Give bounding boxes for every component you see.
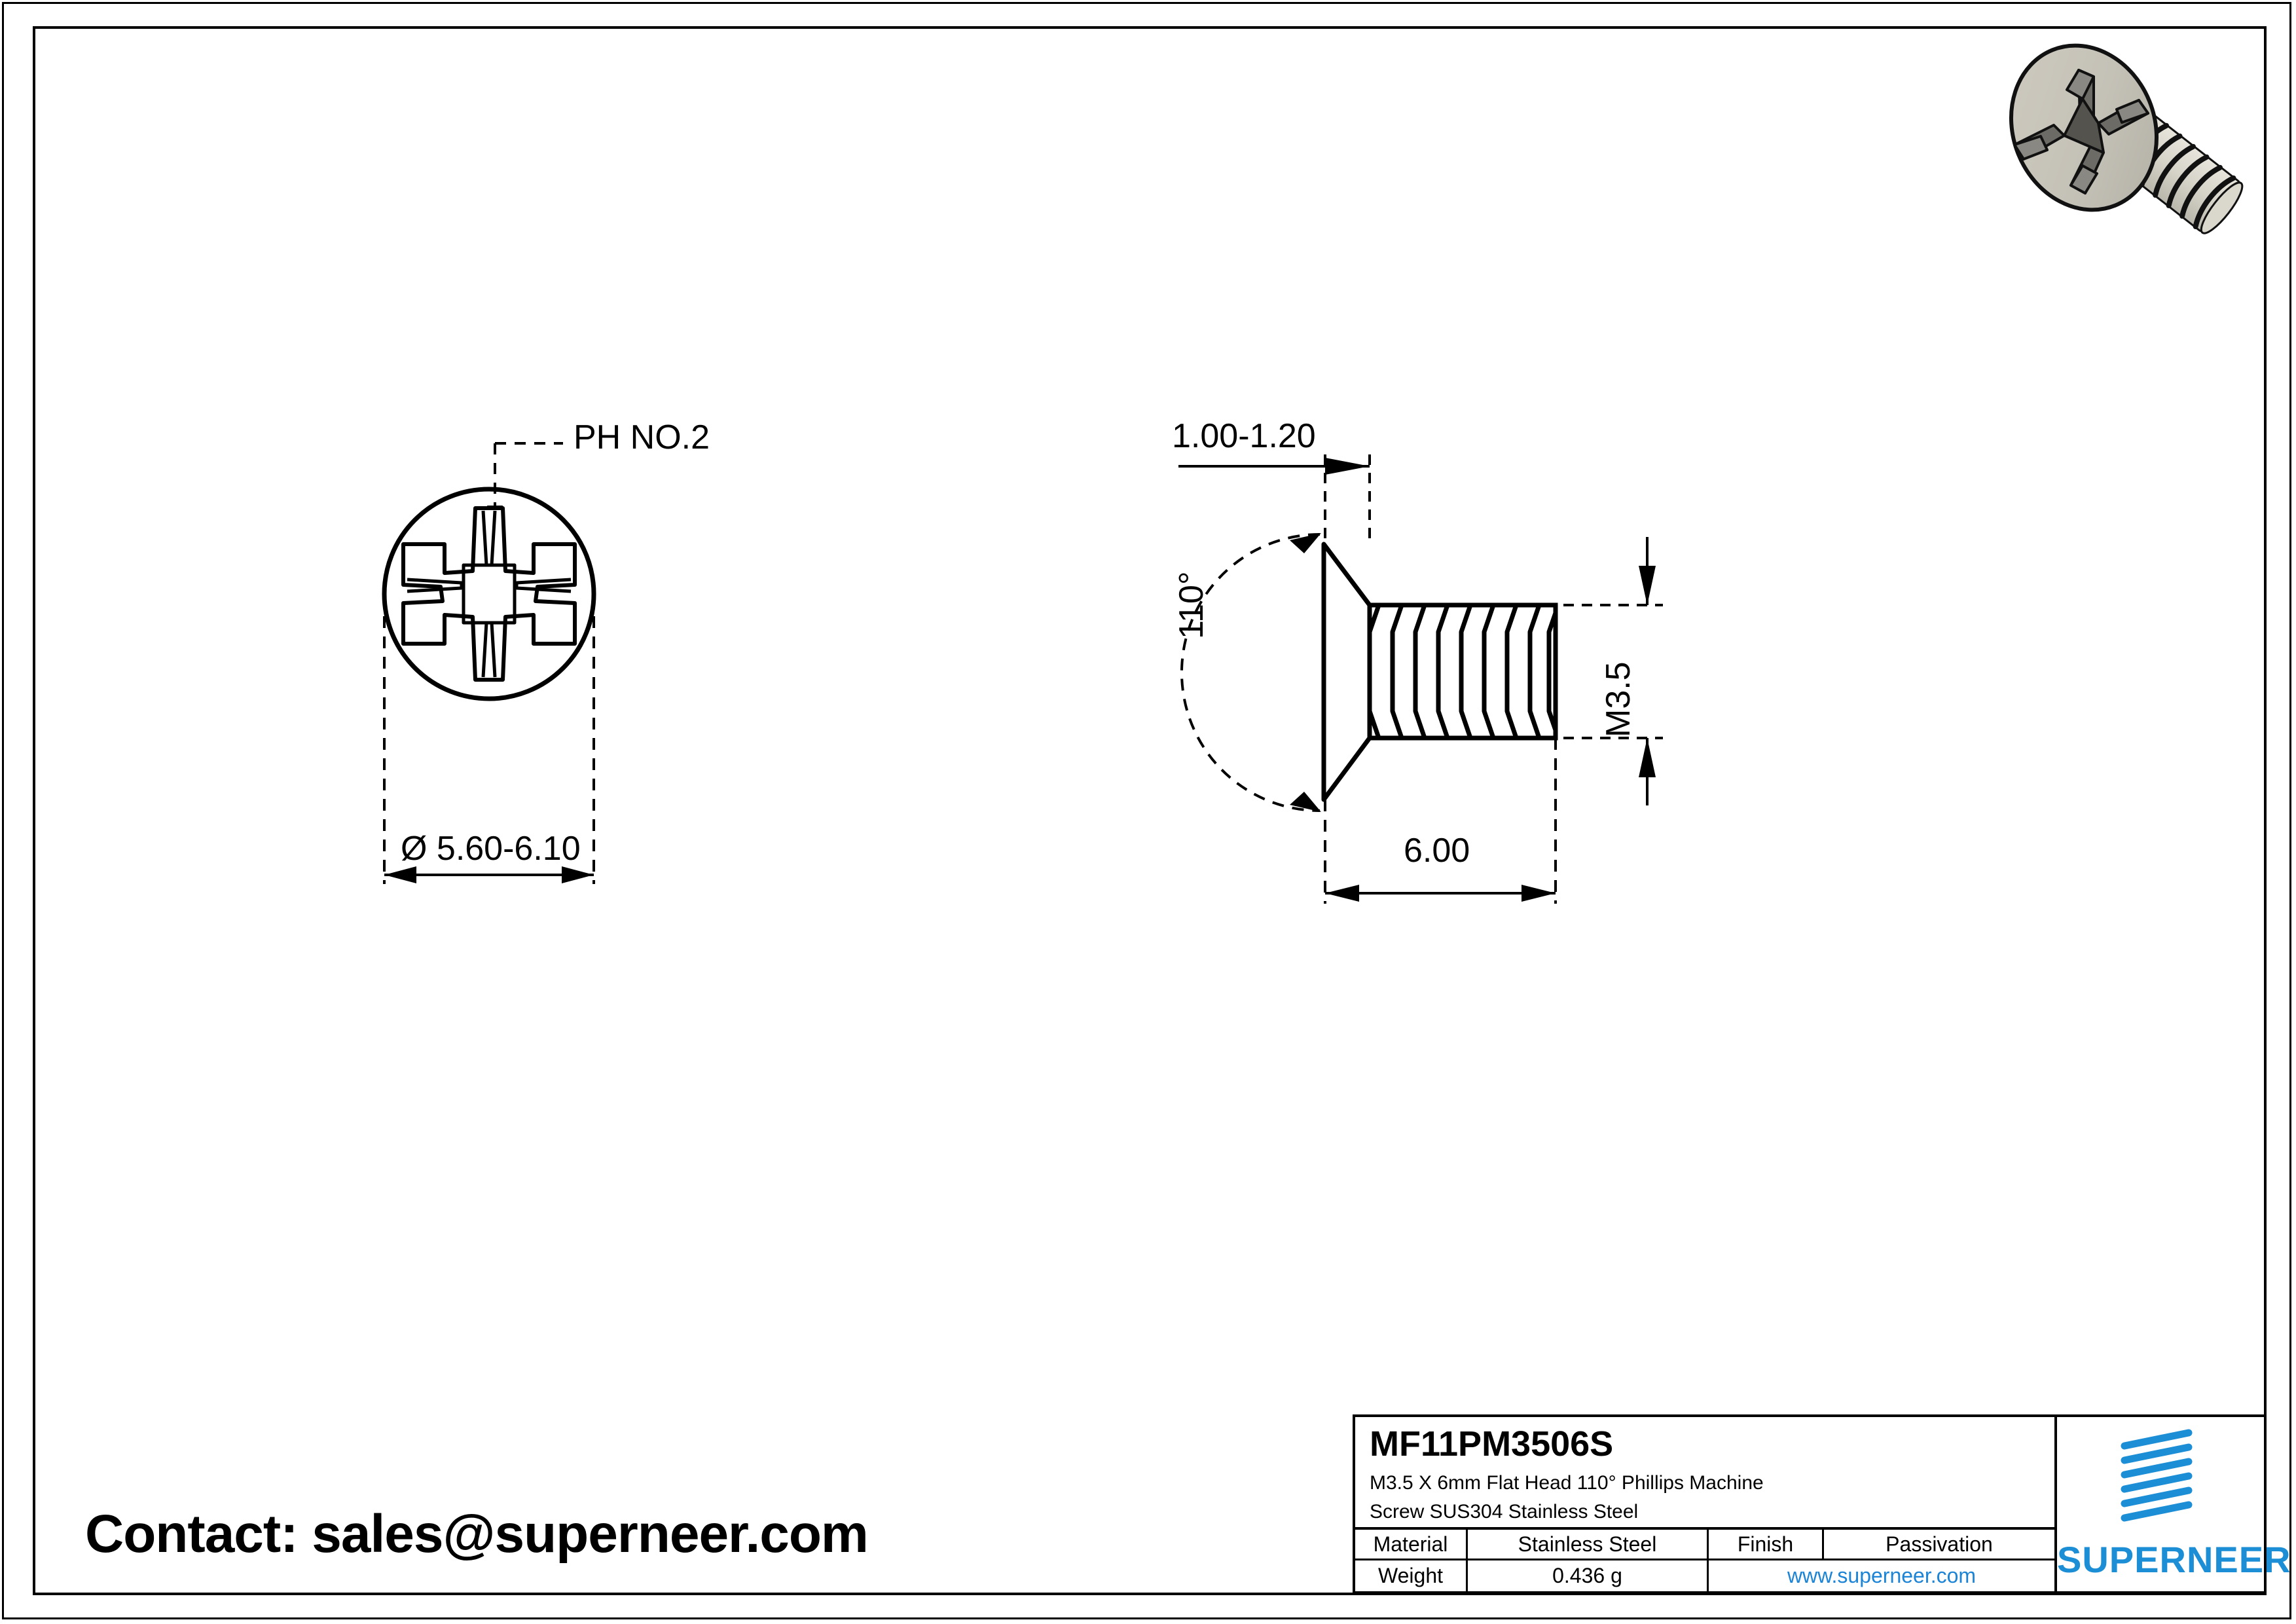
- material-value: Stainless Steel: [1468, 1530, 1709, 1559]
- contact-text: Contact: sales@superneer.com: [85, 1504, 869, 1564]
- length-extension-lines: [1324, 738, 1557, 904]
- table-row: Material Stainless Steel Finish Passivat…: [1355, 1530, 2054, 1560]
- screw-3d-svg: [2009, 43, 2244, 234]
- part-number: MF11PM3506S: [1370, 1424, 1614, 1464]
- superneer-logo-icon: [2121, 1429, 2193, 1522]
- angle-arc: [1180, 533, 1321, 812]
- front-view-group: PH NO.2 Ø 5.60-6.10: [354, 406, 759, 923]
- spec-table: Material Stainless Steel Finish Passivat…: [1355, 1530, 2054, 1591]
- table-row: Weight 0.436 g www.superneer.com: [1355, 1560, 2054, 1591]
- head-height-dimension: [1178, 458, 1370, 475]
- phillips-recess: [2013, 69, 2149, 194]
- front-view-svg: [382, 442, 596, 884]
- length-dimension-line: [1325, 885, 1556, 902]
- weight-label: Weight: [1355, 1560, 1468, 1591]
- diameter-dimension-line: [384, 866, 594, 883]
- description-line-2: Screw SUS304 Stainless Steel: [1370, 1500, 1639, 1522]
- side-view-group: 1.00-1.20 110° M3.5 6.00: [1172, 406, 1715, 923]
- head-height-extension-lines: [1324, 454, 1371, 544]
- brand-wordmark: SUPERNEER: [2057, 1539, 2291, 1580]
- thread-diameter-dimension: [1639, 537, 1656, 805]
- description-line-1: M3.5 X 6mm Flat Head 110° Phillips Machi…: [1370, 1472, 1764, 1494]
- title-block-left: MF11PM3506S M3.5 X 6mm Flat Head 110° Ph…: [1355, 1417, 2057, 1591]
- title-block: MF11PM3506S M3.5 X 6mm Flat Head 110° Ph…: [1353, 1414, 2291, 1594]
- brand-panel: SUPERNEER: [2057, 1417, 2291, 1591]
- sheet-inner-border: [33, 26, 2267, 1595]
- head-outline-circle: [382, 487, 596, 701]
- thread-diameter-extension-lines: [1545, 604, 1663, 739]
- title-block-header: MF11PM3506S M3.5 X 6mm Flat Head 110° Ph…: [1355, 1417, 2054, 1530]
- phillips-cross-outline: [401, 506, 577, 682]
- weight-value: 0.436 g: [1468, 1560, 1709, 1591]
- ph-callout-label: PH NO.2: [574, 418, 710, 456]
- screw-3d-render: [1987, 36, 2262, 239]
- thread-diameter-dimension-label: M3.5: [1599, 661, 1637, 737]
- head-height-dimension-label: 1.00-1.20: [1172, 417, 1316, 455]
- thread-profile: [1367, 604, 1558, 739]
- website-link[interactable]: www.superneer.com: [1787, 1564, 1977, 1587]
- countersunk-head-profile: [1321, 542, 1372, 802]
- phillips-cross-inner-detail: [407, 510, 572, 678]
- length-dimension-label: 6.00: [1404, 832, 1470, 870]
- angle-arrowheads: [1290, 533, 1321, 812]
- finish-label: Finish: [1709, 1530, 1824, 1559]
- diameter-dimension-label: Ø 5.60-6.10: [401, 830, 581, 868]
- side-view-svg: [1178, 454, 1663, 904]
- finish-value: Passivation: [1886, 1532, 1993, 1556]
- angle-dimension-label: 110°: [1173, 571, 1211, 639]
- material-label: Material: [1355, 1530, 1468, 1559]
- diameter-extension-lines: [383, 596, 595, 884]
